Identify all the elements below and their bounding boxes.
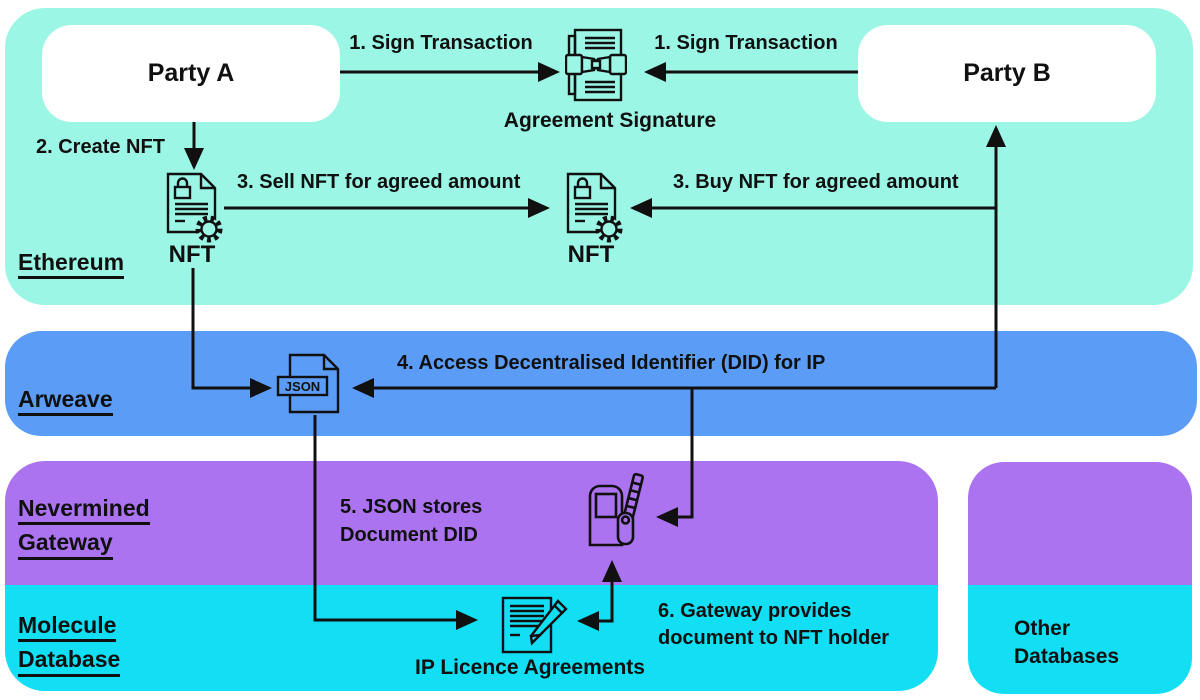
agreement-signature-label: Agreement Signature xyxy=(503,109,717,132)
other-databases-bottom-half xyxy=(968,585,1192,694)
gateway-device-icon xyxy=(585,472,665,550)
ethereum-label: Ethereum xyxy=(18,249,125,280)
step-create-nft-label: 2. Create NFT xyxy=(36,136,165,158)
nft-right-label: NFT xyxy=(567,241,615,268)
step-buy-nft-label: 3. Buy NFT for agreed amount xyxy=(673,171,959,193)
party-b-box: Party B xyxy=(858,25,1156,122)
other-databases-top-half xyxy=(968,462,1192,585)
step-sign-left-label: 1. Sign Transaction xyxy=(349,32,533,54)
molecule-database-label: Molecule Database xyxy=(18,612,121,681)
nft-icon-right xyxy=(566,172,624,246)
nft-icon-left xyxy=(166,172,224,246)
step-sign-right-label: 1. Sign Transaction xyxy=(654,32,838,54)
ip-licence-icon xyxy=(498,593,572,657)
nft-left-label: NFT xyxy=(168,241,216,268)
step-json-stores-label: 5. JSON stores Document DID xyxy=(340,496,483,546)
party-a-box: Party A xyxy=(42,25,340,122)
step-sell-nft-label: 3. Sell NFT for agreed amount xyxy=(237,171,521,193)
step-access-did-label: 4. Access Decentralised Identifier (DID)… xyxy=(397,352,826,374)
arweave-band xyxy=(5,331,1197,436)
other-databases-label: Other Databases xyxy=(1014,617,1120,668)
party-b-label: Party B xyxy=(963,59,1051,87)
arweave-label: Arweave xyxy=(18,386,113,417)
gateway-molecule-band xyxy=(5,461,938,691)
nevermined-gateway-label: Nevermined Gateway xyxy=(18,495,150,564)
json-icon-label: JSON xyxy=(285,379,320,394)
party-a-label: Party A xyxy=(147,59,235,87)
other-databases-box xyxy=(968,462,1192,694)
gateway-band-half xyxy=(5,461,938,585)
agreement-signature-icon xyxy=(565,28,627,102)
json-file-icon: JSON xyxy=(266,352,344,416)
molecule-band-half xyxy=(5,585,938,691)
step-gateway-provides-label: 6. Gateway provides document to NFT hold… xyxy=(658,600,890,649)
ip-licence-agreements-label: IP Licence Agreements xyxy=(415,656,645,679)
